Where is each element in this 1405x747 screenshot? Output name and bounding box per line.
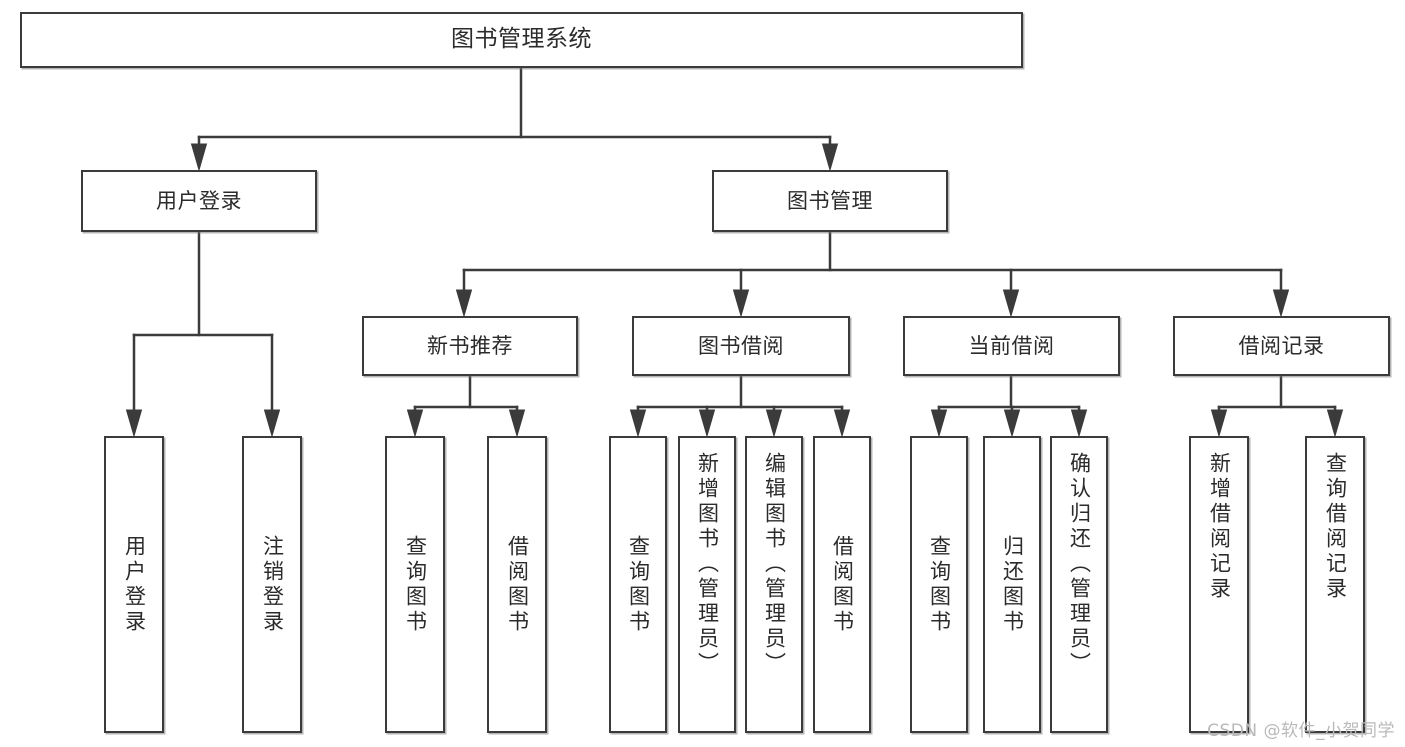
node-leaf-leaf-user-login[interactable]: 用户登录 bbox=[104, 436, 164, 733]
node-l2-book-manage-label: 图书管理 bbox=[787, 188, 873, 213]
node-leaf-leaf-query-book-a-label: 查询图书 bbox=[403, 534, 428, 635]
node-leaf-leaf-user-login-label: 用户登录 bbox=[122, 534, 147, 635]
node-l3-new-book-recommend-label: 新书推荐 bbox=[427, 333, 513, 358]
node-leaf-leaf-query-book-c-label: 查询图书 bbox=[927, 534, 952, 635]
node-l3-current-borrow[interactable]: 当前借阅 bbox=[903, 316, 1120, 376]
node-l3-book-borrow-label: 图书借阅 bbox=[698, 333, 784, 358]
node-leaf-leaf-confirm-return-label: 确认归还（管理员） bbox=[1067, 452, 1092, 677]
node-l3-new-book-recommend[interactable]: 新书推荐 bbox=[362, 316, 578, 376]
node-leaf-leaf-add-borrow-record[interactable]: 新增借阅记录 bbox=[1189, 436, 1249, 733]
node-root-system[interactable]: 图书管理系统 bbox=[20, 12, 1023, 68]
node-l2-user-login[interactable]: 用户登录 bbox=[81, 170, 317, 232]
node-leaf-leaf-add-book[interactable]: 新增图书（管理员） bbox=[678, 436, 736, 733]
node-l3-borrow-record[interactable]: 借阅记录 bbox=[1173, 316, 1390, 376]
node-leaf-leaf-edit-book-label: 编辑图书（管理员） bbox=[762, 452, 787, 677]
node-leaf-leaf-borrow-book-a-label: 借阅图书 bbox=[505, 534, 530, 635]
node-l2-book-manage[interactable]: 图书管理 bbox=[712, 170, 948, 232]
node-leaf-leaf-borrow-book-b[interactable]: 借阅图书 bbox=[813, 436, 871, 733]
node-root-system-label: 图书管理系统 bbox=[451, 26, 592, 53]
node-leaf-leaf-confirm-return[interactable]: 确认归还（管理员） bbox=[1050, 436, 1108, 733]
node-leaf-leaf-return-book-label: 归还图书 bbox=[1000, 534, 1025, 635]
node-l3-current-borrow-label: 当前借阅 bbox=[968, 333, 1055, 358]
node-leaf-leaf-borrow-book-b-label: 借阅图书 bbox=[830, 534, 855, 635]
node-leaf-leaf-logout-login[interactable]: 注销登录 bbox=[242, 436, 302, 733]
node-leaf-leaf-add-book-label: 新增图书（管理员） bbox=[695, 452, 720, 677]
node-leaf-leaf-borrow-book-a[interactable]: 借阅图书 bbox=[487, 436, 547, 733]
node-leaf-leaf-query-book-b[interactable]: 查询图书 bbox=[609, 436, 667, 733]
node-l2-user-login-label: 用户登录 bbox=[156, 188, 242, 213]
node-l3-borrow-record-label: 借阅记录 bbox=[1238, 333, 1325, 358]
node-leaf-leaf-add-borrow-record-label: 新增借阅记录 bbox=[1207, 452, 1232, 602]
node-leaf-leaf-query-borrow-record-label: 查询借阅记录 bbox=[1323, 452, 1348, 602]
node-leaf-leaf-logout-login-label: 注销登录 bbox=[260, 534, 285, 635]
watermark-credit: CSDN @软件_小贺同学 bbox=[1207, 721, 1395, 741]
node-leaf-leaf-return-book[interactable]: 归还图书 bbox=[983, 436, 1041, 733]
node-leaf-leaf-query-book-b-label: 查询图书 bbox=[626, 534, 651, 635]
node-l3-book-borrow[interactable]: 图书借阅 bbox=[632, 316, 850, 376]
node-leaf-leaf-query-book-c[interactable]: 查询图书 bbox=[910, 436, 968, 733]
node-leaf-leaf-edit-book[interactable]: 编辑图书（管理员） bbox=[745, 436, 803, 733]
node-leaf-leaf-query-borrow-record[interactable]: 查询借阅记录 bbox=[1305, 436, 1365, 733]
node-leaf-leaf-query-book-a[interactable]: 查询图书 bbox=[385, 436, 445, 733]
